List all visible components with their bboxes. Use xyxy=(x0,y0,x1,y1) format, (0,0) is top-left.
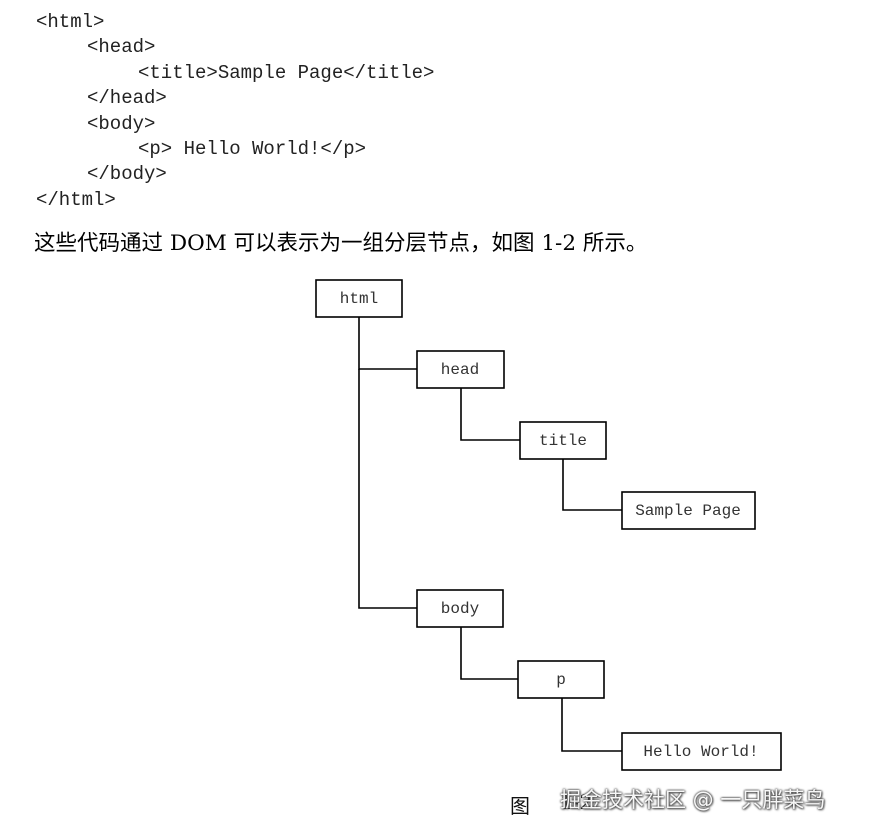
node-sample-page-label: Sample Page xyxy=(635,502,741,520)
figure-caption-number: 1-2 xyxy=(560,790,593,814)
code-line: <head> xyxy=(87,36,156,59)
node-p: p xyxy=(517,660,605,699)
node-html-label: html xyxy=(340,290,378,308)
edge-body-p xyxy=(460,627,518,680)
html-code-listing: <html> <head><title>Sample Page</title> </… xyxy=(36,10,434,213)
code-line: <p> Hello World!</p> xyxy=(138,137,367,160)
code-line: </head> xyxy=(87,87,167,110)
description-paragraph: 这些代码通过 DOM 可以表示为一组分层节点，如图 1-2 所示。 xyxy=(34,231,648,256)
edge-title-samplepage xyxy=(562,459,622,511)
node-p-label: p xyxy=(556,671,566,689)
figure-caption-label: 图 xyxy=(510,794,530,818)
node-title: title xyxy=(519,421,607,460)
edge-html-body xyxy=(358,369,417,609)
code-line: <html> xyxy=(36,11,105,33)
code-line: </body> xyxy=(87,163,167,186)
node-body-label: body xyxy=(441,600,480,618)
node-hello-world-label: Hello World! xyxy=(643,743,758,761)
node-head-label: head xyxy=(441,361,479,379)
node-hello-world: Hello World! xyxy=(621,732,782,771)
code-line: <title>Sample Page</title> xyxy=(138,61,435,84)
edge-html-head xyxy=(358,317,417,370)
node-body: body xyxy=(416,589,504,628)
edge-p-helloworld xyxy=(561,698,622,752)
watermark: 掘金技术社区 @ 一只胖菜鸟 xyxy=(560,788,826,812)
node-title-label: title xyxy=(539,432,587,450)
code-line: </html> xyxy=(36,188,116,211)
node-sample-page: Sample Page xyxy=(621,491,756,530)
node-html: html xyxy=(315,279,403,318)
edge-head-title xyxy=(460,388,520,441)
node-head: head xyxy=(416,350,505,389)
code-line: <body> xyxy=(87,112,156,135)
